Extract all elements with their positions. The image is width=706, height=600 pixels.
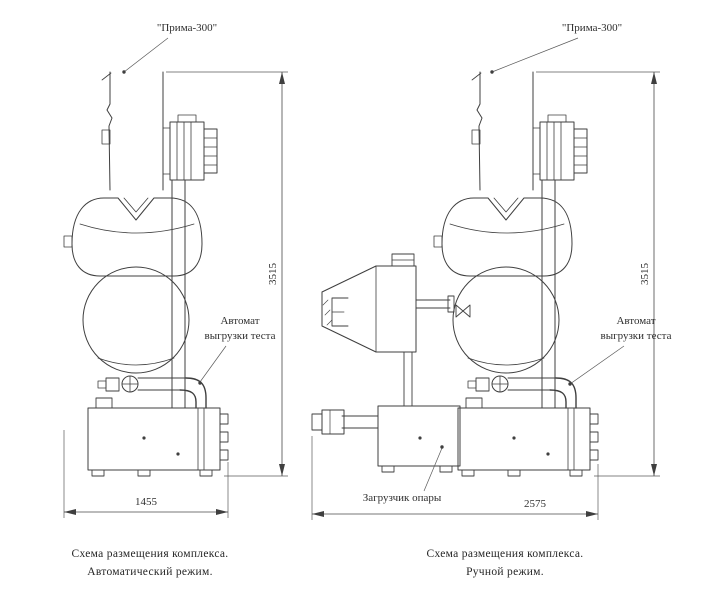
right-view: "Прима-300" 3515 2575 Автомат выгрузки т… <box>311 22 672 578</box>
width-dim-value: 1455 <box>135 496 158 508</box>
loader-callout: Загрузчик опары <box>363 445 444 504</box>
height-dimension: 3515 <box>536 71 660 477</box>
discharge-label-line1: Автомат <box>220 315 259 327</box>
title-leader-line <box>123 37 169 73</box>
discharge-callout: Автомат выгрузки теста <box>198 315 276 385</box>
discharge-label-line2: выгрузки теста <box>601 330 672 342</box>
leader-dot <box>122 70 126 74</box>
machine-outline <box>63 71 229 477</box>
title-leader-line <box>491 37 579 73</box>
caption-line2: Ручной режим. <box>466 566 544 578</box>
discharge-label-line1: Автомат <box>616 315 655 327</box>
height-dim-value: 3515 <box>639 263 651 286</box>
caption-line2: Автоматический режим. <box>87 566 213 578</box>
loader-label: Загрузчик опары <box>363 492 442 504</box>
machine-title: "Прима-300" <box>157 22 217 34</box>
discharge-label-line2: выгрузки теста <box>205 330 276 342</box>
sponge-loader <box>311 253 471 473</box>
left-view: "Прима-300" 3515 1455 Автомат выгрузки т… <box>63 22 288 578</box>
width-dim-value: 2575 <box>524 498 547 510</box>
leader-dot <box>490 70 494 74</box>
height-dim-value: 3515 <box>267 263 279 286</box>
height-dimension: 3515 <box>166 71 288 477</box>
caption-line1: Схема размещения комплекса. <box>427 548 584 560</box>
caption-line1: Схема размещения комплекса. <box>72 548 229 560</box>
machine-outline <box>433 71 599 477</box>
width-dimension: 2575 <box>311 436 599 520</box>
machine-title: "Прима-300" <box>562 22 622 34</box>
discharge-callout: Автомат выгрузки теста <box>568 315 672 386</box>
width-dimension: 1455 <box>63 430 229 518</box>
